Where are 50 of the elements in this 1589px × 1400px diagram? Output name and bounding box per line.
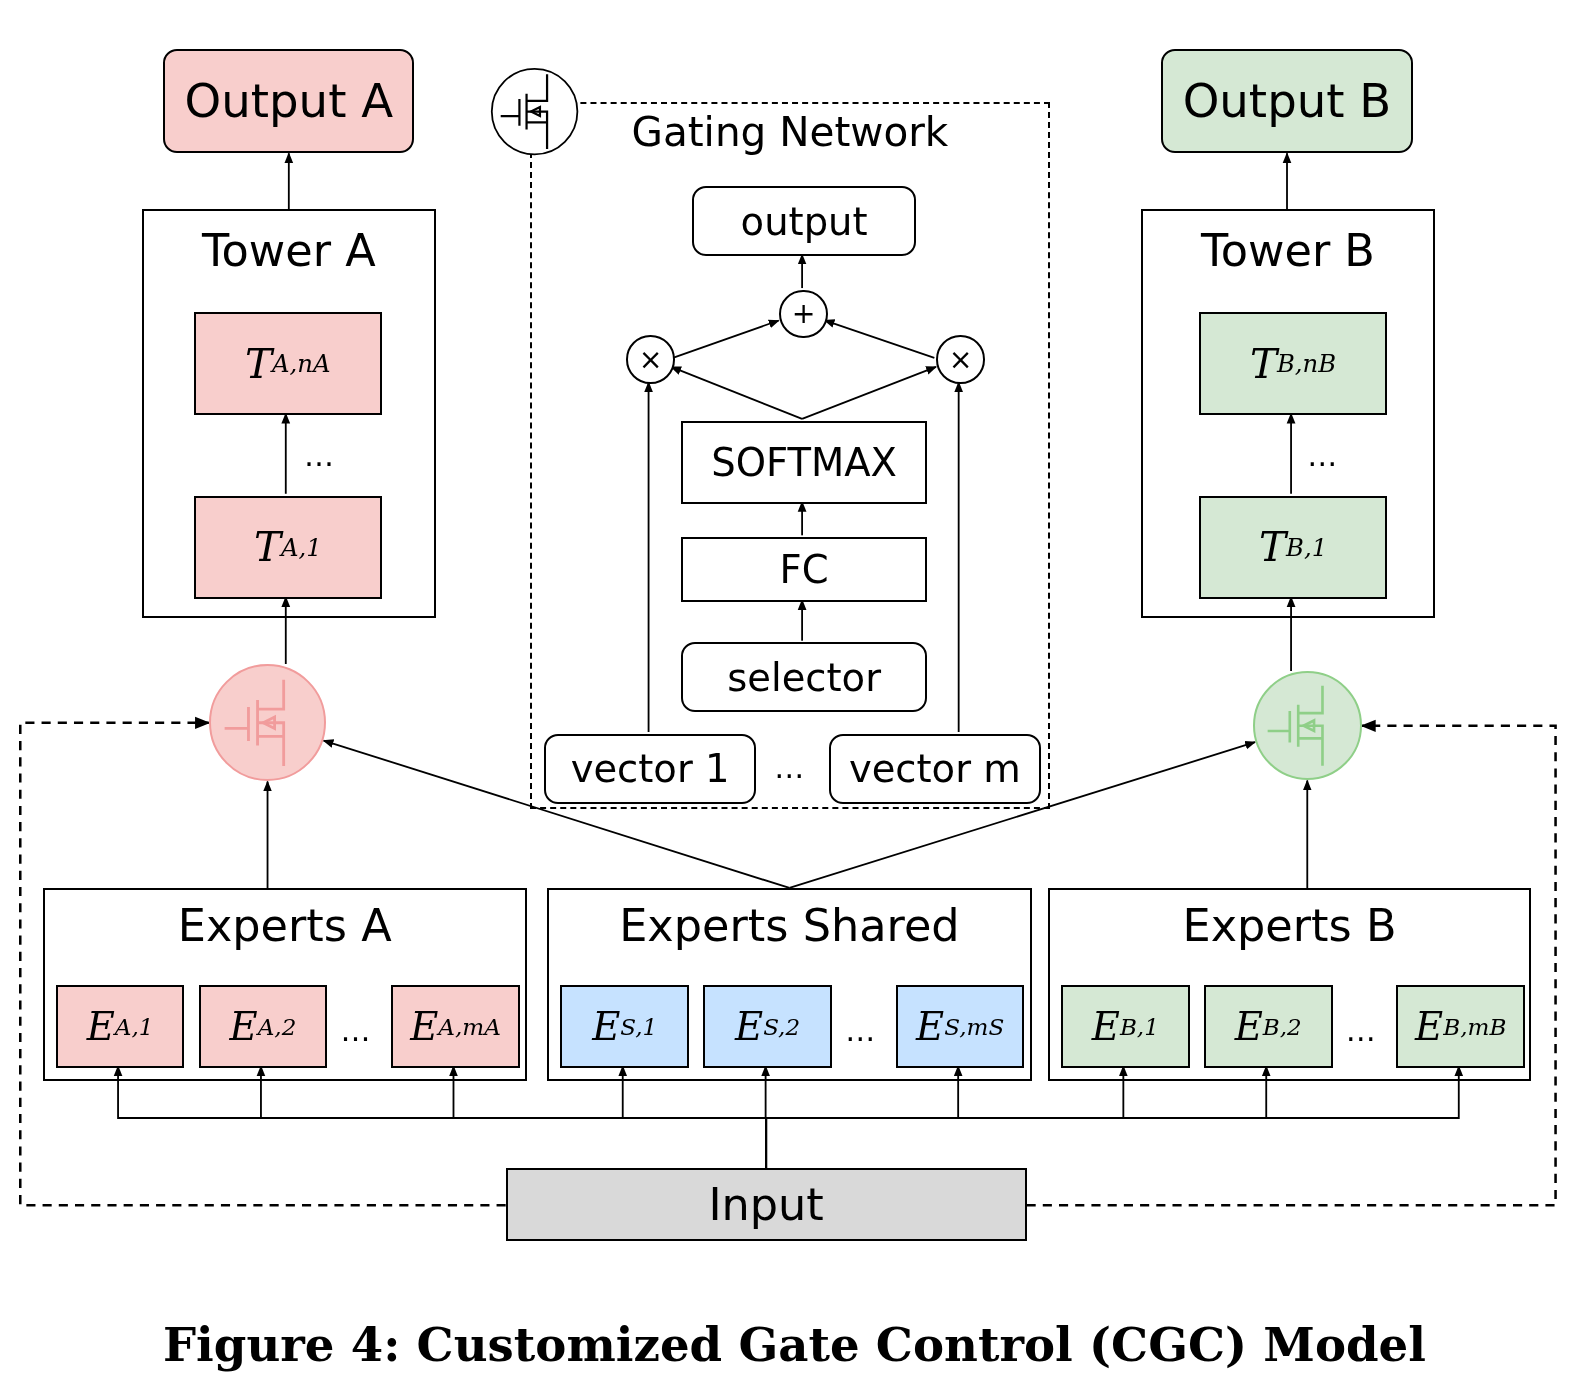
output-box: Output A — [163, 48, 415, 153]
experts-panel — [547, 887, 1032, 1082]
ellipsis-text: … — [845, 1013, 876, 1049]
arrow — [322, 739, 791, 889]
ellipsis-text: … — [340, 1013, 371, 1049]
layer-box: selector — [680, 642, 928, 713]
group-title: Tower B — [1200, 224, 1376, 277]
operator-circle: × — [626, 335, 675, 385]
arrow — [1286, 412, 1296, 495]
arrow — [788, 740, 1257, 889]
arrow — [1286, 596, 1296, 673]
group-title: Experts Shared — [618, 899, 961, 952]
group-title: Gating Network — [630, 108, 950, 157]
arrow — [263, 780, 272, 889]
arrow — [1302, 779, 1312, 889]
input-vector-box: vector m — [828, 733, 1041, 804]
layer-box: FC — [680, 537, 928, 602]
gating-network-panel — [530, 102, 1050, 809]
arrow — [954, 381, 964, 733]
operator-circle: + — [779, 289, 828, 339]
arrow — [797, 253, 807, 289]
output-box: output — [692, 186, 917, 257]
experts-panel — [42, 887, 527, 1082]
output-box: Output B — [1161, 48, 1413, 153]
arrow — [281, 596, 291, 665]
ellipsis-text: … — [1345, 1013, 1376, 1049]
group-title: Experts B — [1181, 899, 1398, 952]
operator-circle: × — [936, 335, 985, 385]
ellipsis-text: … — [774, 749, 805, 785]
ellipsis-text: … — [304, 437, 334, 473]
input-vector-box: vector 1 — [544, 733, 756, 804]
ellipsis-text: … — [1307, 437, 1338, 473]
group-title: Tower A — [200, 224, 377, 277]
arrow — [1282, 152, 1292, 210]
dashed-arrow — [19, 716, 506, 1207]
input-box: Input — [505, 1168, 1027, 1242]
tower-panel — [1141, 208, 1435, 619]
arrow — [765, 1065, 1464, 1170]
arrow — [284, 152, 294, 210]
arrow — [644, 381, 653, 733]
experts-panel — [1047, 887, 1532, 1082]
figure-caption: Figure 4: Customized Gate Control (CGC) Model — [163, 1317, 1426, 1373]
dashed-arrow — [1026, 719, 1557, 1207]
arrow — [672, 319, 780, 359]
group-title: Experts A — [176, 899, 393, 952]
layer-box: SOFTMAX — [680, 420, 928, 504]
arrow — [801, 365, 937, 420]
tower-panel — [141, 208, 436, 619]
arrow — [797, 599, 807, 642]
arrow — [281, 412, 291, 495]
